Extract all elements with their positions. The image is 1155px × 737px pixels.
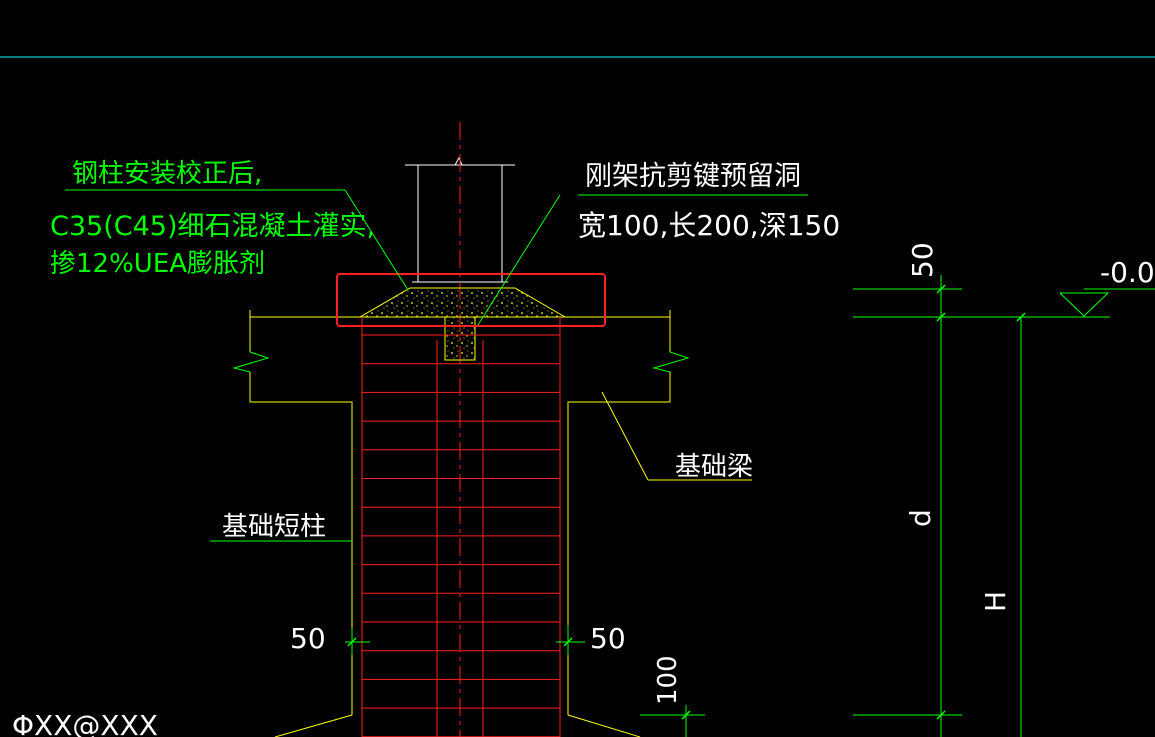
dim-right-50: 50 — [590, 622, 626, 655]
rebar-cage — [361, 317, 561, 737]
dim-h: H — [979, 591, 1012, 612]
grout-note-line2: C35(C45)细石混凝土灌实, — [50, 211, 375, 242]
dim-top-50: 50 — [906, 242, 939, 278]
short-column-label: 基础短柱 — [222, 512, 326, 542]
foundation-outline — [249, 310, 671, 737]
dim-d: d — [904, 509, 937, 527]
break-lines — [232, 351, 690, 373]
shear-key-note-line2: 宽100,长200,深150 — [578, 209, 840, 242]
grout-fill — [358, 287, 567, 361]
dim-bottom-100: 100 — [653, 655, 683, 705]
beam-leader — [601, 391, 752, 481]
leader-lines — [65, 189, 808, 542]
dim-left-50: 50 — [290, 622, 326, 655]
highlight-box[interactable] — [336, 273, 606, 327]
rebar-spec-label: ΦXX@XXX — [12, 709, 158, 737]
grout-note-line1: 钢柱安装校正后, — [72, 159, 262, 189]
elevation-label: -0.0 — [1100, 256, 1155, 289]
dimension-lines — [345, 275, 1155, 737]
dimension-ticks — [347, 284, 1026, 720]
grout-note-line3: 掺12%UEA膨胀剂 — [50, 249, 265, 279]
foundation-beam-label: 基础梁 — [675, 452, 753, 482]
shear-key-note-line1: 刚架抗剪键预留洞 — [585, 161, 801, 192]
